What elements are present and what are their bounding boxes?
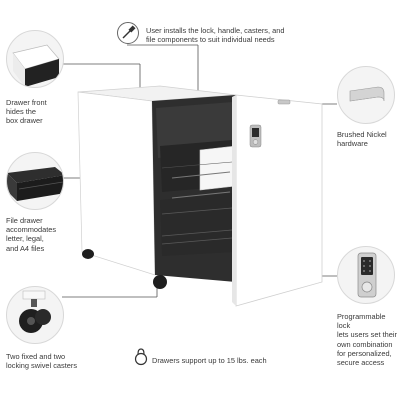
screwdriver-icon [122, 25, 136, 39]
callout-components: User installs the lock, handle, casters,… [146, 26, 285, 45]
cabinet [77, 85, 237, 282]
detail-casters [6, 286, 64, 344]
callout-weight: Drawers support up to 15 lbs. each [152, 356, 267, 365]
main-casters [82, 249, 167, 289]
detail-lock [337, 246, 395, 304]
detail-hardware [337, 66, 395, 124]
screwdriver-icon-badge [117, 22, 139, 44]
detail-drawer-front [6, 30, 64, 88]
cabinet-door [232, 94, 323, 307]
callout-hardware: Brushed Nickel hardware [337, 130, 387, 149]
callout-casters: Two fixed and two locking swivel casters [6, 352, 78, 371]
callout-drawer-front: Drawer front hides the box drawer [6, 98, 47, 126]
callout-file-drawer: File drawer accommodates letter, legal, … [6, 216, 57, 253]
kettlebell-icon [134, 348, 148, 366]
detail-file-drawer [6, 152, 64, 210]
callout-lock: Programmable lock lets users set their o… [337, 312, 397, 368]
